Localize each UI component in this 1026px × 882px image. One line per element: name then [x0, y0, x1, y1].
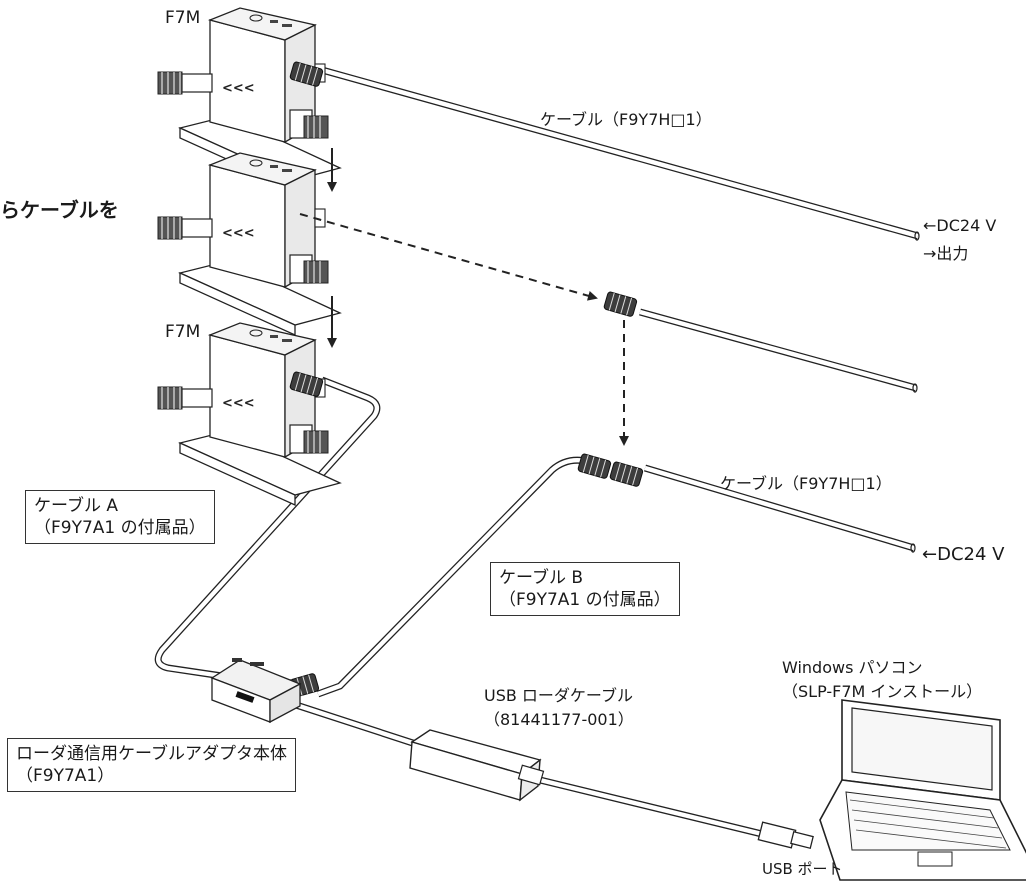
connector-icon: [603, 290, 638, 318]
cable-bottom: [644, 464, 916, 553]
pc-software: （SLP-F7M インストール）: [782, 682, 983, 701]
usb-converter-icon: [409, 729, 814, 850]
label-dc24v-bottom: ←DC24 V: [922, 544, 1005, 565]
cable-middle: [639, 308, 918, 393]
sensor-module-icon: [157, 152, 341, 336]
adapter-partno: （F9Y7A1）: [16, 766, 115, 786]
cable-a-name: ケーブル A: [34, 496, 119, 516]
label-usb-port: USB ポート: [762, 860, 843, 878]
laptop-icon: [819, 699, 1026, 881]
label-cable-a: ケーブル A （F9Y7A1 の付属品）: [25, 490, 215, 544]
cable-top: [321, 66, 920, 241]
label-adapter: ローダ通信用ケーブルアダプタ本体 （F9Y7A1）: [7, 738, 296, 792]
connector-icon: [577, 452, 612, 480]
pc-name: Windows パソコン: [782, 658, 923, 677]
cable-b-name: ケーブル B: [499, 568, 584, 588]
cable-a: [154, 376, 381, 680]
connector-icon: [609, 460, 644, 488]
usb-loader-partno: （81441177-001）: [484, 710, 634, 729]
label-pc: Windows パソコン （SLP-F7M インストール）: [782, 656, 982, 704]
cable-b-partno: （F9Y7A1 の付属品）: [499, 590, 671, 610]
label-dc24v-top: ←DC24 V: [923, 216, 997, 235]
sensor-module-icon: [157, 322, 341, 506]
label-output-top: →出力: [923, 244, 969, 263]
label-f7m-top: F7M: [165, 8, 201, 28]
usb-loader-cable: [288, 699, 767, 839]
label-cable-b: ケーブル B （F9Y7A1 の付属品）: [490, 562, 680, 616]
cable-a-partno: （F9Y7A1 の付属品）: [34, 518, 206, 538]
label-usb-loader: USB ローダケーブル （81441177-001）: [484, 684, 634, 732]
label-f7m-bottom: F7M: [165, 322, 201, 342]
usb-loader-name: USB ローダケーブル: [484, 686, 633, 705]
adapter-name: ローダ通信用ケーブルアダプタ本体: [16, 744, 287, 764]
label-cable-top: ケーブル（F9Y7H□1）: [540, 110, 712, 129]
dashed-arrow: [299, 213, 598, 301]
adapter-unit-icon: [210, 658, 302, 724]
partial-heading: らケーブルを: [0, 198, 119, 222]
label-cable-bottom: ケーブル（F9Y7H□1）: [720, 474, 892, 493]
